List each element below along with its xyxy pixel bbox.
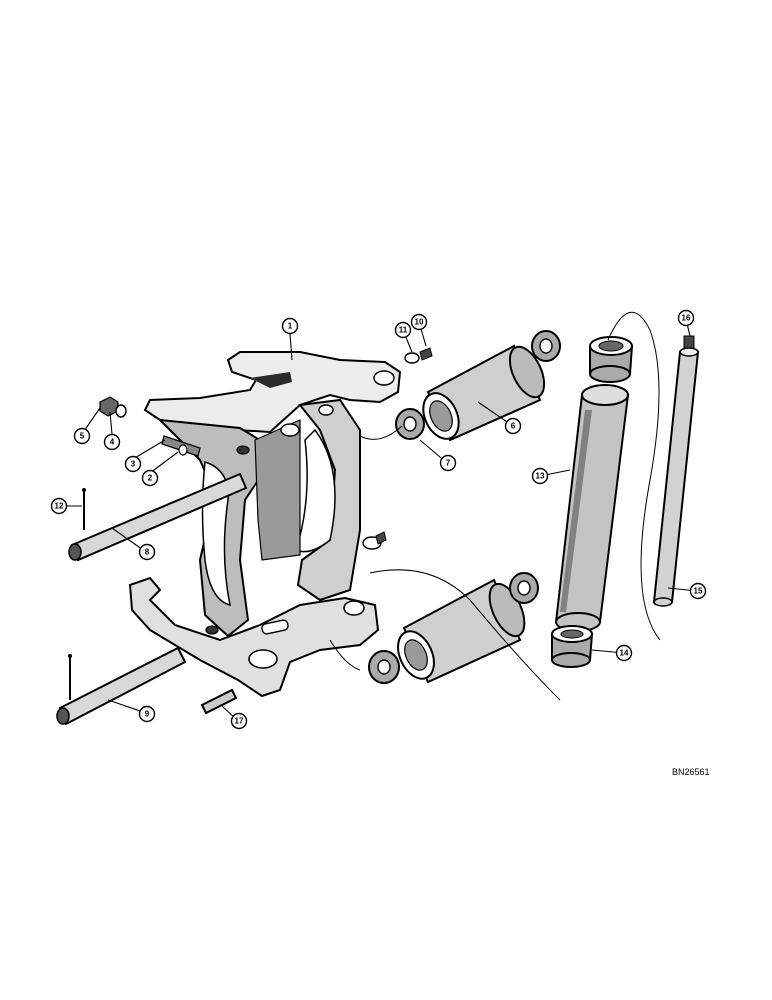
upper-bushings <box>395 330 561 440</box>
roll-pin-17 <box>200 688 238 715</box>
svg-text:11: 11 <box>399 326 408 335</box>
drawing-code: BN26561 <box>672 767 710 777</box>
svg-text:3: 3 <box>131 460 136 469</box>
alignment-lines <box>329 311 661 701</box>
callout-14: 14 <box>615 644 633 662</box>
pin-8 <box>68 472 248 562</box>
callout-1: 1 <box>281 317 299 335</box>
callout-17: 17 <box>230 712 248 730</box>
callout-15: 15 <box>689 582 707 600</box>
svg-text:12: 12 <box>55 502 64 511</box>
callout-10: 10 <box>410 313 428 331</box>
svg-text:8: 8 <box>145 548 150 557</box>
svg-text:17: 17 <box>235 717 244 726</box>
callout-3: 3 <box>124 455 142 473</box>
svg-text:2: 2 <box>148 474 153 483</box>
tube-13 <box>554 384 630 632</box>
svg-text:4: 4 <box>110 438 115 447</box>
pin-9 <box>56 646 187 726</box>
callout-2: 2 <box>141 469 159 487</box>
bushing-14 <box>551 336 634 668</box>
svg-text:1: 1 <box>288 322 293 331</box>
callout-8: 8 <box>138 543 156 561</box>
callout-4: 4 <box>103 433 121 451</box>
lower-bushings <box>368 572 539 684</box>
bracket-casting <box>128 351 402 698</box>
svg-text:7: 7 <box>446 459 451 468</box>
svg-text:10: 10 <box>415 318 424 327</box>
svg-text:13: 13 <box>536 472 545 481</box>
callout-9: 9 <box>138 705 156 723</box>
screw-and-nut <box>99 396 201 457</box>
svg-text:6: 6 <box>511 422 516 431</box>
cotter-pin-12 <box>68 488 86 700</box>
callout-12: 12 <box>50 497 68 515</box>
callout-16: 16 <box>677 309 695 327</box>
rod-15 <box>652 335 700 607</box>
callout-5: 5 <box>73 427 91 445</box>
svg-text:9: 9 <box>145 710 150 719</box>
grease-fitting <box>362 347 433 550</box>
svg-text:16: 16 <box>682 314 691 323</box>
svg-text:14: 14 <box>620 649 629 658</box>
svg-text:5: 5 <box>80 432 85 441</box>
callout-13: 13 <box>531 467 549 485</box>
callout-7: 7 <box>439 454 457 472</box>
upper-sleeve <box>422 344 546 442</box>
svg-text:15: 15 <box>694 587 703 596</box>
callout-6: 6 <box>504 417 522 435</box>
callout-11: 11 <box>394 321 412 339</box>
